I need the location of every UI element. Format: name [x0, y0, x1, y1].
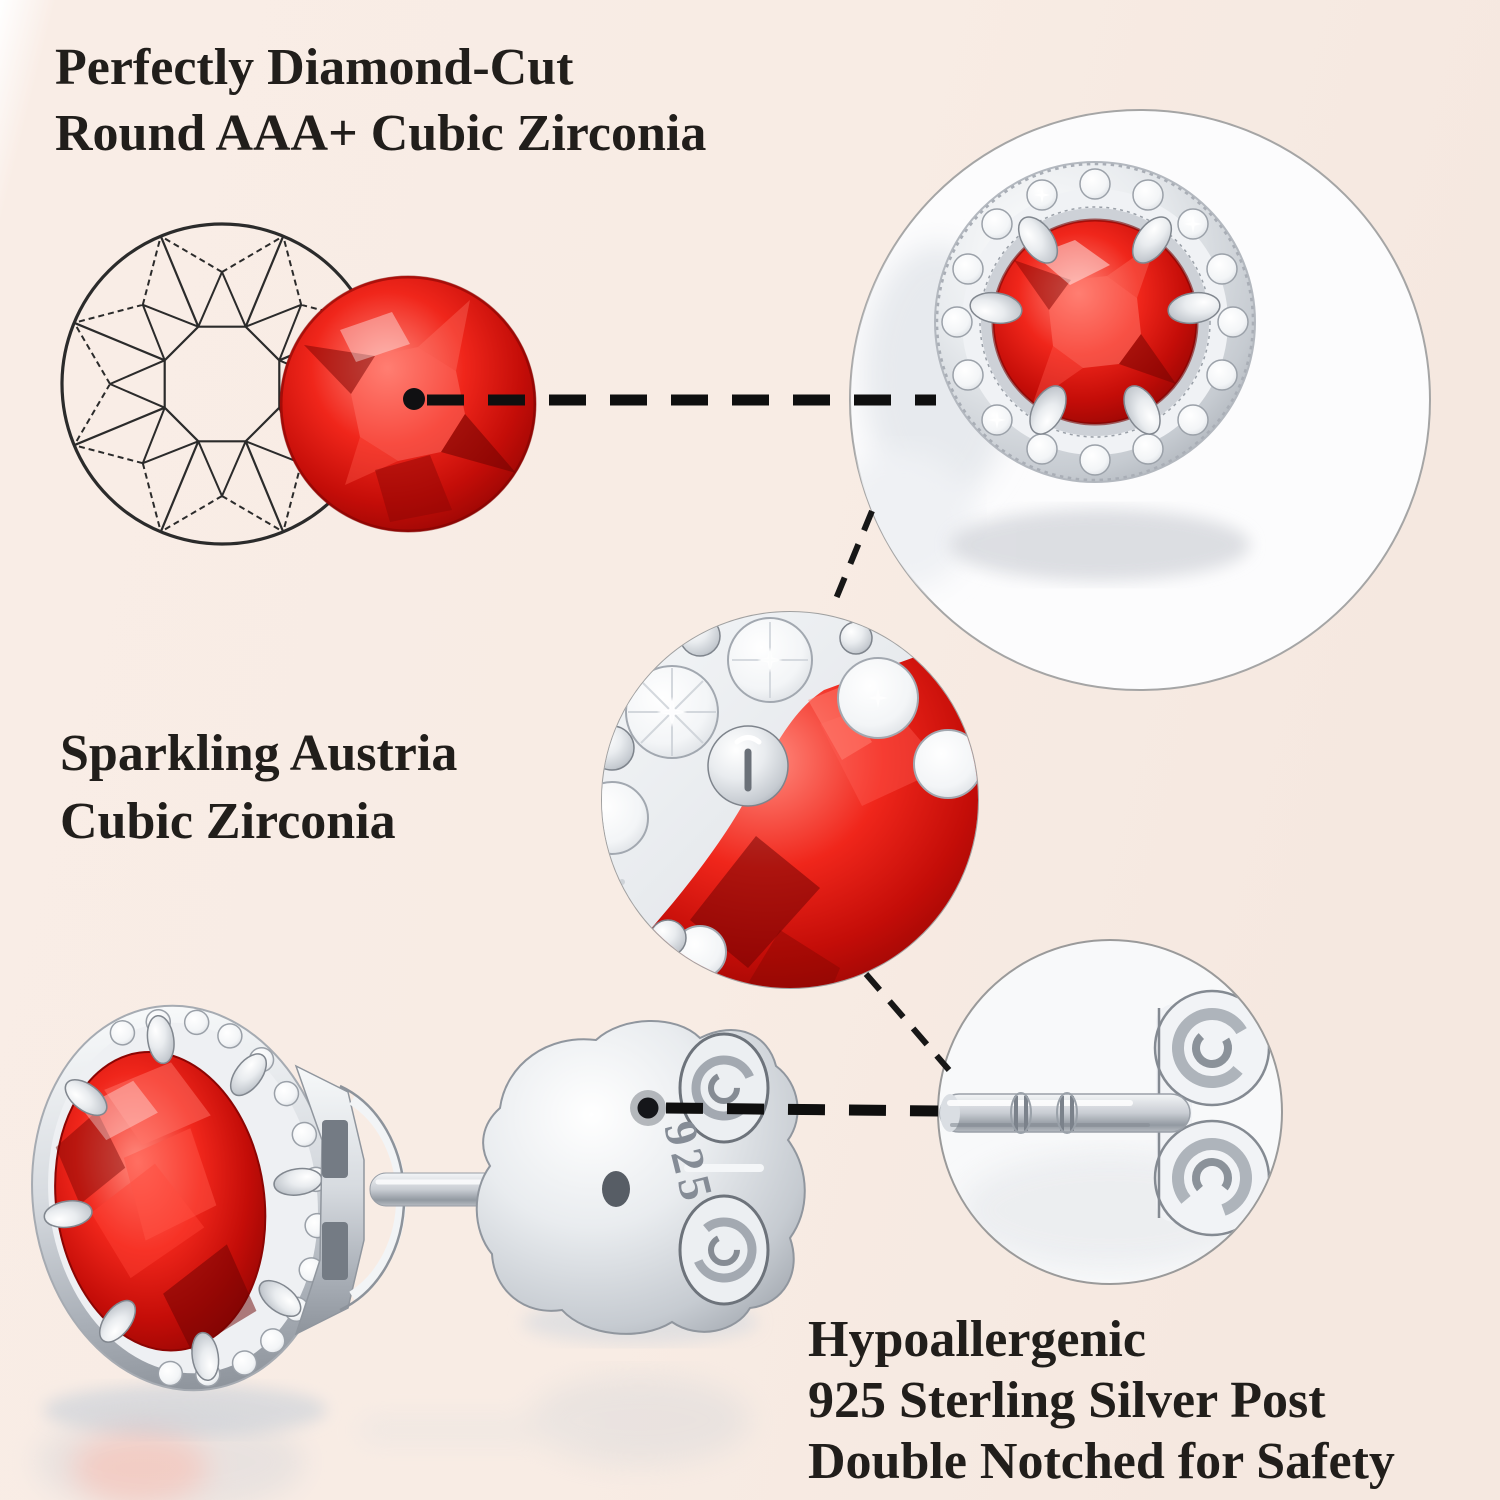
callout-dot-gem	[403, 388, 425, 410]
stud-front-inset	[849, 109, 1431, 691]
callout-silver-post-line1: Hypoallergenic	[808, 1311, 1146, 1368]
callout-silver-post-line2: 925 Sterling Silver Post	[808, 1372, 1326, 1429]
callout-austria-cz: Sparkling Austria Cubic Zirconia	[60, 725, 457, 850]
side-red-gem	[54, 1050, 267, 1352]
callout-austria-cz-line1: Sparkling Austria	[60, 725, 457, 782]
stud-red-gem	[991, 218, 1199, 426]
callout-diamond-cut-line2: Round AAA+ Cubic Zirconia	[55, 105, 706, 162]
callout-austria-cz-line2: Cubic Zirconia	[60, 793, 396, 850]
post-notch	[1014, 1096, 1074, 1131]
post-hole	[602, 1171, 630, 1207]
connector-post-to-inset	[665, 1102, 939, 1117]
earring-side-photo: 925	[31, 1004, 806, 1500]
butterfly-clutch: 925	[475, 1020, 806, 1335]
notched-post	[939, 1092, 1191, 1134]
pave-closeup-inset	[601, 611, 979, 989]
cz-halo-stones	[941, 168, 1249, 476]
loose-gem-photo	[279, 275, 537, 533]
callout-dot-post	[637, 1097, 659, 1119]
sparkle-icon	[656, 647, 888, 728]
callout-diamond-cut: Perfectly Diamond-Cut Round AAA+ Cubic Z…	[55, 39, 706, 162]
sparkle-icon	[988, 187, 1202, 429]
reflection	[35, 1375, 750, 1500]
connector-stud-to-pave	[830, 509, 875, 608]
prongs	[43, 1014, 323, 1382]
stud-shadow	[950, 509, 1250, 581]
callout-diamond-cut-line1: Perfectly Diamond-Cut	[55, 39, 574, 96]
callout-silver-post-line3: Double Notched for Safety	[808, 1433, 1395, 1490]
post-back-inset	[937, 939, 1283, 1285]
prongs	[969, 216, 1221, 435]
halo-head	[31, 1004, 335, 1392]
callout-silver-post: Hypoallergenic 925 Sterling Silver Post …	[808, 1311, 1395, 1490]
